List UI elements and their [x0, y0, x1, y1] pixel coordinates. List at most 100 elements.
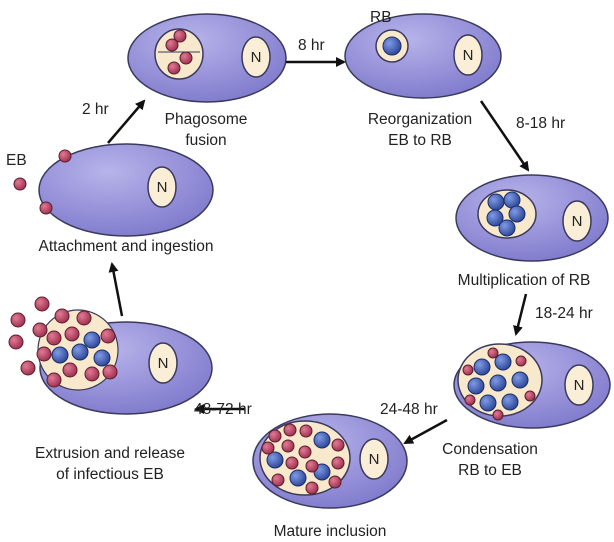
eb-particle — [299, 424, 313, 438]
rb-particle — [467, 377, 485, 395]
eb-particle — [102, 364, 118, 380]
nucleus-label: N — [463, 47, 474, 64]
arrow-18-24hr — [513, 293, 528, 336]
time-label-8hr: 8 hr — [298, 37, 325, 54]
eb-particle — [8, 334, 24, 350]
eb-particle — [261, 441, 275, 455]
eb-particle — [36, 346, 52, 362]
eb-particle — [285, 456, 299, 470]
rb-particle — [511, 371, 529, 389]
nucleus — [148, 342, 178, 384]
nucleus — [564, 364, 594, 406]
eb-particle — [62, 362, 78, 378]
eb-particle — [515, 355, 527, 367]
eb-particle — [331, 456, 345, 470]
arrow-8-18hr — [479, 100, 530, 172]
rb-particle — [494, 353, 512, 371]
rb-particle — [51, 346, 69, 364]
stage-condensation-label-2: RB to EB — [458, 462, 522, 479]
cell-attachment: N — [13, 143, 214, 237]
rb-particle — [71, 343, 89, 361]
nucleus — [453, 34, 483, 76]
time-label-48-72hr: 48-72 hr — [194, 401, 252, 418]
rb-particle — [289, 469, 307, 487]
rb-particle — [489, 374, 507, 392]
rb-particle — [266, 451, 284, 469]
nucleus — [562, 200, 592, 242]
rb-particle — [508, 205, 526, 223]
time-label-2hr: 2 hr — [82, 101, 109, 118]
cell-condensation: N — [453, 341, 611, 429]
stage-mature-label: Mature inclusion — [274, 523, 387, 540]
nucleus-label: N — [251, 49, 262, 66]
rb-particle — [93, 349, 111, 367]
eb-particle — [10, 312, 26, 328]
eb-particle — [100, 328, 116, 344]
cell-multiplication: N — [455, 174, 609, 262]
eb-particle — [305, 459, 319, 473]
cell-reorganization: N — [344, 13, 502, 99]
nucleus — [359, 438, 389, 480]
eb-particle — [54, 308, 70, 324]
eb-label: EB — [6, 152, 27, 169]
nucleus-label: N — [572, 213, 583, 230]
eb-particle — [298, 445, 312, 459]
rb-particle — [479, 394, 497, 412]
nucleus-label: N — [157, 179, 168, 196]
eb-particle — [281, 439, 295, 453]
arrow-24-48hr — [403, 418, 448, 445]
eb-particle — [39, 201, 53, 215]
rb-particle — [83, 331, 101, 349]
arrow-2hr — [107, 99, 146, 144]
eb-particle — [331, 438, 345, 452]
stage-attachment-label: Attachment and ingestion — [39, 238, 214, 255]
rb-particle — [473, 358, 491, 376]
nucleus — [241, 36, 271, 78]
time-label-24-48hr: 24-48 hr — [380, 401, 438, 418]
eb-particle — [487, 347, 499, 359]
rb-particle — [498, 219, 516, 237]
stage-extrusion-label-2: of infectious EB — [56, 466, 164, 483]
eb-particle — [76, 310, 92, 326]
rb-particle — [382, 36, 402, 56]
eb-particle — [271, 473, 285, 487]
cell-phagosome-fusion: N — [127, 13, 287, 103]
nucleus-label: N — [158, 355, 169, 372]
host-cell — [38, 143, 214, 237]
stage-condensation-label-1: Condensation — [442, 441, 538, 458]
eb-particle — [173, 29, 187, 43]
stage-reorganization-label-2: EB to RB — [388, 132, 452, 149]
eb-particle — [84, 366, 100, 382]
eb-particle — [167, 61, 181, 75]
stage-multiplication-label: Multiplication of RB — [458, 272, 591, 289]
stage-phagosome-label-2: fusion — [185, 132, 226, 149]
eb-particle — [34, 296, 50, 312]
eb-particle — [305, 481, 319, 495]
eb-particle — [13, 177, 27, 191]
eb-particle — [165, 38, 179, 52]
eb-particle — [283, 423, 297, 437]
eb-particle — [64, 326, 80, 342]
nucleus — [147, 166, 177, 208]
nucleus-label: N — [369, 451, 380, 468]
rb-particle — [313, 431, 331, 449]
rb-particle — [486, 209, 504, 227]
rb-label: RB — [370, 9, 392, 26]
eb-particle — [46, 372, 62, 388]
arrow-release-to-attachment — [108, 262, 124, 317]
nucleus-label: N — [574, 377, 585, 394]
eb-particle — [524, 390, 536, 402]
stage-phagosome-label-1: Phagosome — [165, 111, 248, 128]
eb-particle — [20, 360, 36, 376]
cell-mature-inclusion: N — [252, 413, 408, 509]
time-label-18-24hr: 18-24 hr — [535, 305, 593, 322]
eb-particle — [268, 429, 282, 443]
rb-particle — [501, 393, 519, 411]
eb-particle — [32, 322, 48, 338]
eb-particle — [58, 149, 72, 163]
time-label-8-18hr: 8-18 hr — [516, 115, 565, 132]
cell-extrusion: N — [8, 296, 213, 415]
stage-reorganization-label-1: Reorganization — [368, 111, 472, 128]
eb-particle — [179, 51, 193, 65]
